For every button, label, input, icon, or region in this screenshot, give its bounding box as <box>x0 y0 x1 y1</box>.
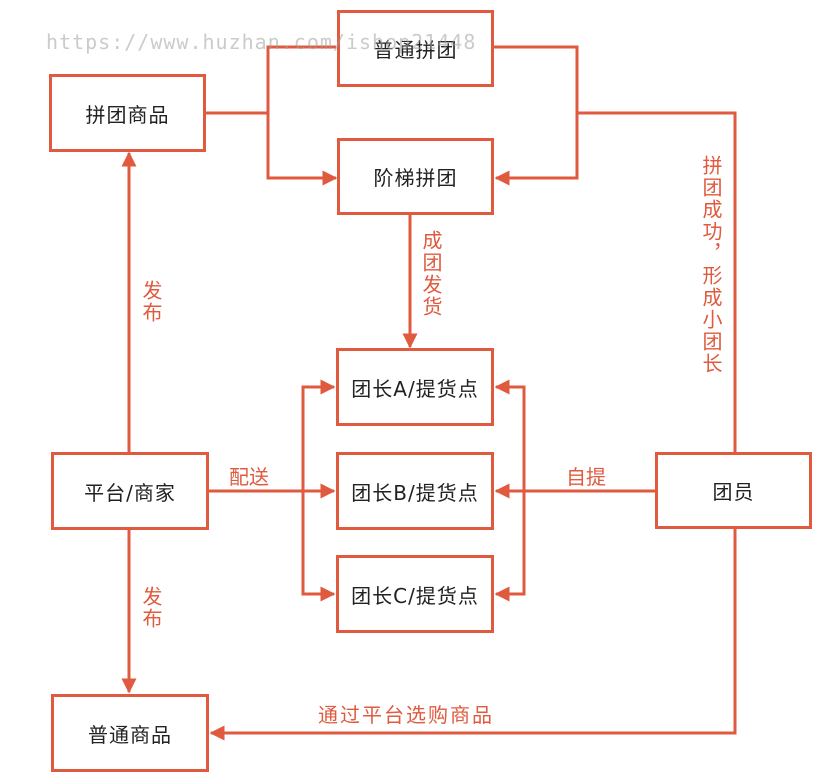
node-putong-pintuan: 普通拼团 <box>337 10 494 87</box>
watermark: https://www.huzhan.com/ishop21448 <box>46 30 477 54</box>
node-pintuan-shangpin: 拼团商品 <box>49 74 206 152</box>
edge-pintuan-to-jieti <box>266 113 338 186</box>
edge-peisong-c <box>301 491 336 602</box>
edge-peisong-a <box>301 379 336 491</box>
node-tuanzhang-c: 团长C/提货点 <box>336 555 494 633</box>
label-fabu-down: 发布 <box>139 586 163 630</box>
node-jieti-pintuan: 阶梯拼团 <box>337 138 494 215</box>
node-tuanzhang-a: 团长A/提货点 <box>336 348 494 426</box>
label-tongguo-pingtai: 通过平台选购商品 <box>318 703 494 727</box>
label-fabu-up: 发布 <box>139 280 163 324</box>
node-putong-shangpin: 普通商品 <box>51 694 209 772</box>
edge-tongguo-pingtai <box>209 528 737 741</box>
label-pintuan-chenggong: 拼团成功，形成小团长 <box>699 155 723 375</box>
label-peisong: 配送 <box>229 465 269 489</box>
label-ziti: 自提 <box>566 465 606 489</box>
edge-tuanyuan-to-jieti <box>577 111 737 452</box>
node-tuanzhang-b: 团长B/提货点 <box>336 452 494 530</box>
edge-ziti-a <box>494 379 526 491</box>
edge-pintuan-to-putong <box>205 45 336 115</box>
node-tuanyuan: 团员 <box>655 452 812 529</box>
label-chengtuan-fahuo: 成团发货 <box>419 230 443 318</box>
node-pingtai: 平台/商家 <box>51 452 209 530</box>
edge-ziti-c <box>494 491 526 602</box>
edge-bracket-right <box>493 45 579 186</box>
